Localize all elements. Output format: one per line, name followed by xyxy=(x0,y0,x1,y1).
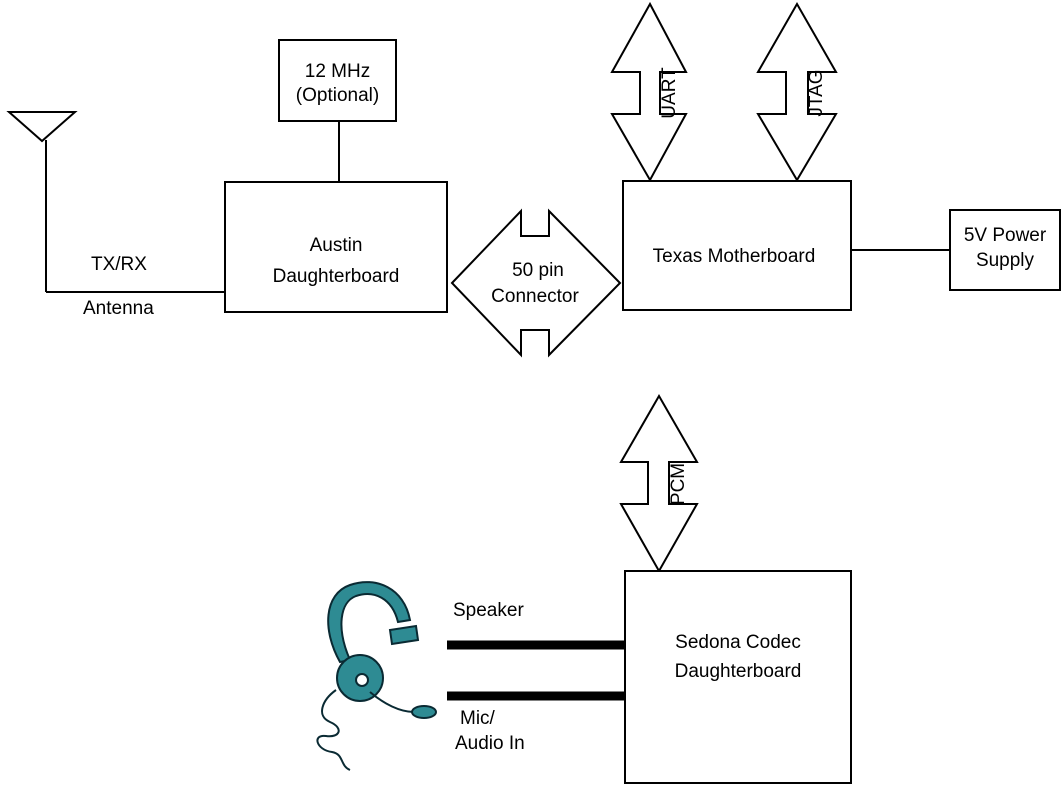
clock-block: 12 MHz (Optional) xyxy=(278,39,397,122)
connector-bus-arrow: 50 pin Connector xyxy=(450,208,622,358)
antenna-label: Antenna xyxy=(83,298,154,319)
power-supply-block: 5V Power Supply xyxy=(949,209,1061,291)
uart-bus-arrow: UART xyxy=(610,1,688,183)
txrx-label: TX/RX xyxy=(91,254,147,275)
clock-block-line1: 12 MHz xyxy=(305,61,370,82)
pcm-bus-arrow: PCM xyxy=(619,393,699,574)
power-block-line1: 5V Power xyxy=(964,225,1047,246)
headset-icon xyxy=(316,581,437,771)
antenna-icon xyxy=(6,111,225,293)
pcm-label: PCM xyxy=(668,463,689,505)
sedona-block-line1: Sedona Codec xyxy=(675,632,801,653)
jtag-label: JTAG xyxy=(806,69,827,116)
texas-block-label: Texas Motherboard xyxy=(653,246,816,267)
connector-label-line2: Connector xyxy=(491,286,579,307)
uart-label: UART xyxy=(659,67,680,119)
mic-label-line2: Audio In xyxy=(455,733,525,754)
connector-label-line1: 50 pin xyxy=(512,260,564,281)
clock-block-line2: (Optional) xyxy=(296,85,379,106)
jtag-bus-arrow: JTAG xyxy=(756,1,838,182)
austin-daughterboard-block: Austin Daughterboard xyxy=(224,181,448,313)
mic-label-line1: Mic/ xyxy=(460,708,496,729)
sedona-codec-block: Sedona Codec Daughterboard xyxy=(624,570,852,784)
speaker-label: Speaker xyxy=(453,600,524,621)
austin-block-line2: Daughterboard xyxy=(273,266,400,287)
austin-block-line1: Austin xyxy=(310,235,363,256)
power-block-line2: Supply xyxy=(976,250,1035,271)
texas-motherboard-block: Texas Motherboard xyxy=(622,180,852,311)
sedona-block-line2: Daughterboard xyxy=(675,661,802,682)
